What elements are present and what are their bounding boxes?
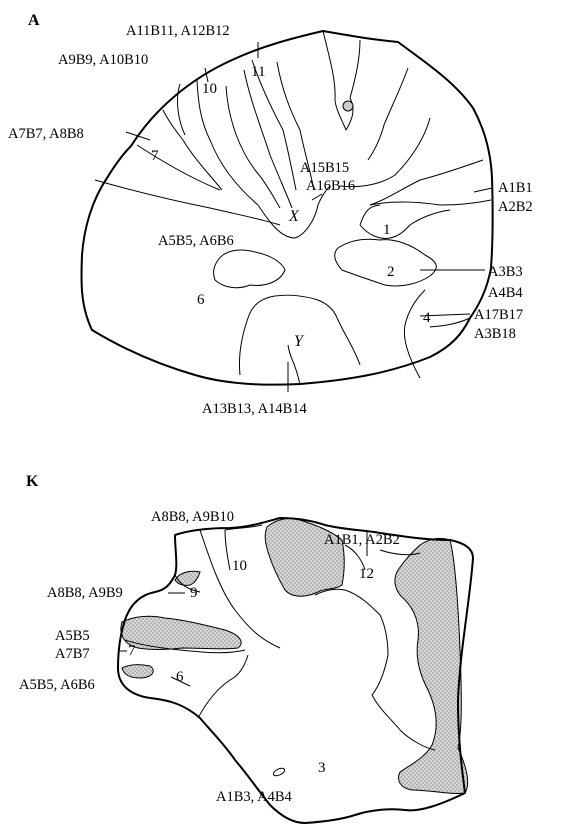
region-number: 9 xyxy=(190,585,198,601)
label-a16b16: A16B16 xyxy=(306,178,355,194)
label-a11b11-a12b12: A11B11, A12B12 xyxy=(126,23,230,39)
panel-a-region-line xyxy=(137,145,220,190)
region-number: 12 xyxy=(359,566,374,582)
panel-a-region-line xyxy=(323,31,360,130)
region-mark-x: X xyxy=(288,208,300,225)
panel-a-region-line xyxy=(340,118,430,187)
leader-line xyxy=(474,188,492,192)
panel-a-letter: A xyxy=(28,12,40,29)
panel-k-stipple-left-top xyxy=(175,571,200,585)
label-a1b1-a2b2: A1B1, A2B2 xyxy=(324,532,400,548)
region-mark-y: Y xyxy=(294,333,305,350)
panel-a-blob xyxy=(214,250,285,288)
region-number: 11 xyxy=(251,64,265,80)
panel-k-small-ellipse xyxy=(272,767,285,778)
label-a8b8-a9b10: A8B8, A9B10 xyxy=(151,509,234,525)
label-a9b9-a10b10: A9B9, A10B10 xyxy=(58,52,148,68)
panel-a-outline xyxy=(81,31,492,385)
panel-a-region-2 xyxy=(335,239,437,286)
label-a4b4: A4B4 xyxy=(488,285,523,301)
label-a3b18: A3B18 xyxy=(474,326,516,342)
region-number: 2 xyxy=(387,264,395,280)
panel-a-region-line xyxy=(368,68,408,160)
panel-a-region-1 xyxy=(360,200,491,238)
panel-k-letter: K xyxy=(26,473,39,490)
label-a15b15: A15B15 xyxy=(300,160,349,176)
region-number: 6 xyxy=(176,669,184,685)
panel-a-region-line xyxy=(370,160,483,205)
leader-line xyxy=(126,132,150,140)
label-a8b8-a9b9: A8B8, A9B9 xyxy=(47,585,123,601)
region-number: 3 xyxy=(318,760,326,776)
panel-k-region-line xyxy=(198,655,248,718)
label-a7b7: A7B7 xyxy=(55,646,90,662)
region-number: 1 xyxy=(383,222,391,238)
label-a17b17: A17B17 xyxy=(474,307,523,323)
label-a5b5-a6b6: A5B5, A6B6 xyxy=(158,233,234,249)
label-a5b5: A5B5 xyxy=(55,628,90,644)
label-a1b1: A1B1 xyxy=(498,180,533,196)
panel-a-small-circle xyxy=(343,101,353,111)
panel-k-stipple-left-low xyxy=(122,665,153,678)
panel-k: K 10 12 9 7 6 3 A8B8, A9B10 xyxy=(19,473,473,823)
region-number: 4 xyxy=(423,310,431,326)
label-a3b3: A3B3 xyxy=(488,264,523,280)
label-a7b7-a8b8: A7B7, A8B8 xyxy=(8,126,84,142)
region-number: 7 xyxy=(128,643,136,659)
label-a5b5-a6b6: A5B5, A6B6 xyxy=(19,677,95,693)
panel-a-region-line xyxy=(95,180,280,225)
panel-k-stipple-left-mid xyxy=(121,616,241,649)
region-number: 7 xyxy=(151,148,159,164)
label-a1b3-a4b4: A1B3, A4B4 xyxy=(216,789,292,805)
panel-k-stipple-right xyxy=(395,538,468,793)
region-number: 10 xyxy=(202,81,217,97)
label-a2b2: A2B2 xyxy=(498,199,533,215)
region-number: 6 xyxy=(197,292,205,308)
label-a13b13-a14b14: A13B13, A14B14 xyxy=(202,401,307,417)
panel-a: A xyxy=(8,12,533,417)
panel-k-stipple-center xyxy=(265,518,344,596)
region-number: 10 xyxy=(232,558,247,574)
panel-a-region-line xyxy=(288,345,300,385)
